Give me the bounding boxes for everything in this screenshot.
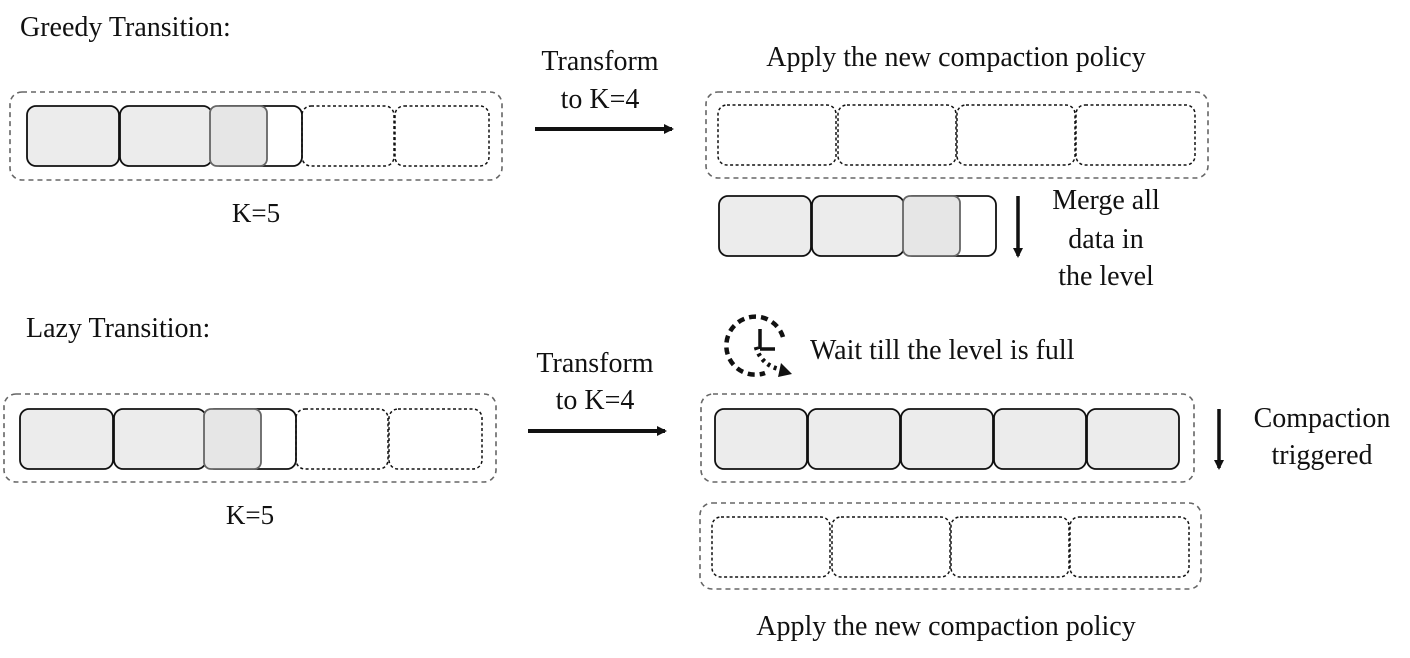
greedy-transform-line1: Transform xyxy=(541,46,658,77)
run-empty-1 xyxy=(295,408,389,470)
lazy-transform-line2: to K=4 xyxy=(556,385,635,416)
greedy-merged-runs xyxy=(718,195,997,257)
run-full-1 xyxy=(714,408,808,470)
level-outline xyxy=(3,393,497,483)
run-full-2 xyxy=(113,408,207,470)
run-empty-4 xyxy=(1075,104,1196,166)
run-partial-fill xyxy=(209,105,268,167)
lazy-transform-line1: Transform xyxy=(536,348,653,379)
run-empty-3 xyxy=(956,104,1076,166)
lazy-level-full xyxy=(700,393,1195,483)
run-full-5 xyxy=(1086,408,1180,470)
lazy-wait-label: Wait till the level is full xyxy=(810,335,1075,366)
greedy-k-label: K=5 xyxy=(232,198,280,228)
lazy-level-k4 xyxy=(699,502,1202,590)
lazy-level-k5 xyxy=(3,393,497,483)
run-empty-1 xyxy=(711,516,831,578)
lazy-compaction-line1: Compaction xyxy=(1254,403,1391,434)
greedy-merge-line3: the level xyxy=(1058,261,1154,292)
level-outline xyxy=(9,91,503,181)
run-partial-fill xyxy=(902,195,961,257)
run-empty-3 xyxy=(950,516,1070,578)
run-partial-fill xyxy=(203,408,262,470)
greedy-apply-label: Apply the new compaction policy xyxy=(766,42,1145,73)
greedy-transform-line2: to K=4 xyxy=(561,84,640,115)
level-outline xyxy=(699,502,1202,590)
greedy-section: Greedy Transition: K=5 Transform to K=4 … xyxy=(9,12,1209,292)
run-empty-1 xyxy=(301,105,395,167)
run-full-3 xyxy=(900,408,994,470)
lazy-section: Lazy Transition: K=5 Transform to K=4 Wa… xyxy=(3,313,1391,642)
lazy-compaction-line2: triggered xyxy=(1271,440,1372,471)
run-empty-2 xyxy=(831,516,951,578)
lazy-k-label: K=5 xyxy=(226,500,274,530)
greedy-heading: Greedy Transition: xyxy=(20,12,231,43)
run-empty-2 xyxy=(388,408,483,470)
level-outline xyxy=(705,91,1209,179)
run-empty-2 xyxy=(394,105,490,167)
run-empty-1 xyxy=(717,104,837,166)
greedy-level-k5 xyxy=(9,91,503,181)
run-empty-4 xyxy=(1069,516,1190,578)
run-empty-2 xyxy=(837,104,957,166)
run-full-2 xyxy=(119,105,213,167)
greedy-merge-line2: data in xyxy=(1068,224,1143,255)
run-full-1 xyxy=(718,195,812,257)
greedy-merge-line1: Merge all xyxy=(1052,185,1160,216)
clock-icon xyxy=(724,314,792,377)
run-full-4 xyxy=(993,408,1087,470)
lazy-heading: Lazy Transition: xyxy=(26,313,210,344)
greedy-level-k4 xyxy=(705,91,1209,179)
run-full-1 xyxy=(19,408,114,470)
run-full-2 xyxy=(807,408,901,470)
lazy-apply-label: Apply the new compaction policy xyxy=(756,611,1135,642)
run-full-1 xyxy=(26,105,120,167)
level-outline xyxy=(700,393,1195,483)
run-full-2 xyxy=(811,195,905,257)
